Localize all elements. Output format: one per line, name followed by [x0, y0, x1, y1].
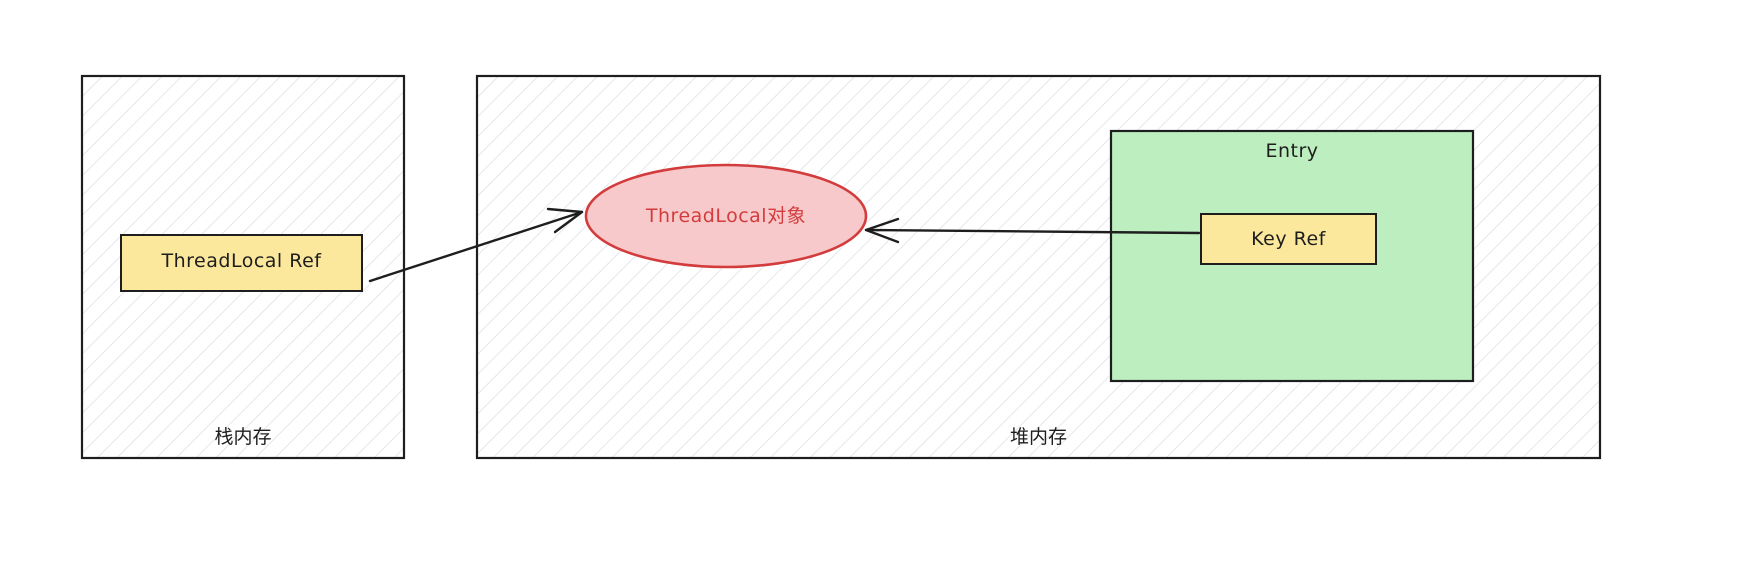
key-ref-label: Key Ref	[1251, 228, 1326, 250]
heap-memory-label: 堆内存	[1009, 426, 1067, 448]
arrow-ref-to-object[interactable]	[368, 207, 584, 283]
entry-label: Entry	[1265, 140, 1319, 162]
arrow-keyref-to-object[interactable]	[864, 217, 1201, 244]
threadlocal-object-ellipse[interactable]	[584, 163, 868, 269]
threadlocal-ref-label: ThreadLocal Ref	[161, 250, 322, 272]
threadlocal-object-label: ThreadLocal对象	[645, 205, 807, 227]
threadlocal-ref-box[interactable]	[120, 234, 363, 292]
stack-memory-label: 栈内存	[214, 426, 272, 448]
key-ref-box[interactable]	[1200, 213, 1377, 265]
